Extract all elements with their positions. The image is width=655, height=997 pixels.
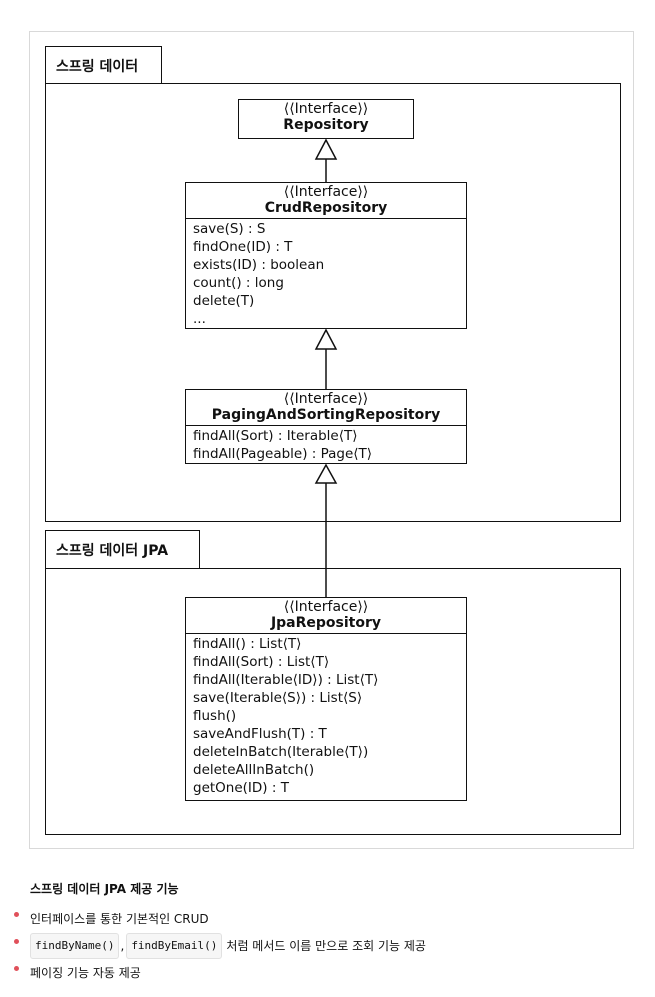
class-header: ⟨⟨Interface⟩⟩ JpaRepository — [186, 598, 466, 634]
operation: ... — [193, 311, 206, 327]
class-repository: ⟨⟨Interface⟩⟩ Repository — [238, 99, 414, 139]
operation: findAll(Iterable⟨ID⟩) : List⟨T⟩ — [193, 672, 379, 688]
list-item: findByName() , findByEmail() 처럼 메서드 이름 만… — [14, 932, 426, 959]
stereotype-label: ⟨⟨Interface⟩⟩ — [283, 101, 369, 117]
section-caption: 스프링 데이터 JPA 제공 기능 — [30, 882, 179, 896]
list-item-text: 인터페이스를 통한 기본적인 CRUD — [30, 911, 209, 926]
operation: count() : long — [193, 275, 284, 291]
package-title: 스프링 데이터 — [56, 59, 139, 75]
class-header: ⟨⟨Interface⟩⟩ PagingAndSortingRepository — [186, 390, 466, 426]
class-name: Repository — [283, 117, 369, 133]
operations-list: save(S) : S findOne(ID) : T exists(ID) :… — [186, 219, 466, 328]
operation: deleteInBatch(Iterable⟨T⟩) — [193, 744, 369, 760]
class-jpa-repository: ⟨⟨Interface⟩⟩ JpaRepository findAll() : … — [185, 597, 467, 801]
class-name: JpaRepository — [270, 615, 382, 631]
package-tab-spring-data: 스프링 데이터 — [45, 46, 162, 84]
operation: deleteAllInBatch() — [193, 762, 315, 778]
feature-list: 인터페이스를 통한 기본적인 CRUD findByName() , findB… — [14, 905, 426, 986]
list-item-text: 페이징 기능 자동 제공 — [30, 965, 141, 980]
operation: findOne(ID) : T — [193, 239, 293, 255]
inheritance-arrow — [314, 463, 338, 484]
list-item-text: 처럼 메서드 이름 만으로 조회 기능 제공 — [226, 938, 426, 953]
separator-text: , — [120, 938, 125, 953]
stereotype-label: ⟨⟨Interface⟩⟩ — [283, 184, 369, 200]
class-paging-and-sorting-repository: ⟨⟨Interface⟩⟩ PagingAndSortingRepository… — [185, 389, 467, 464]
operation: exists(ID) : boolean — [193, 257, 325, 273]
inheritance-arrow — [314, 138, 338, 160]
operation: flush() — [193, 708, 237, 724]
bullet-dot — [14, 912, 19, 917]
operation: saveAndFlush(T) : T — [193, 726, 327, 742]
operation: save(S) : S — [193, 221, 266, 237]
package-title: 스프링 데이터 JPA — [56, 543, 169, 559]
operations-list: findAll(Sort) : Iterable⟨T⟩ findAll(Page… — [186, 426, 466, 463]
inline-code: findByName() — [30, 932, 120, 959]
class-crud-repository: ⟨⟨Interface⟩⟩ CrudRepository save(S) : S… — [185, 182, 467, 329]
class-name: PagingAndSortingRepository — [211, 407, 441, 423]
bullet-dot — [14, 966, 19, 971]
inheritance-arrow — [314, 328, 338, 350]
class-header: ⟨⟨Interface⟩⟩ CrudRepository — [186, 183, 466, 219]
operation: save(Iterable⟨S⟩) : List⟨S⟩ — [193, 690, 363, 706]
operations-list: findAll() : List⟨T⟩ findAll(Sort) : List… — [186, 634, 466, 797]
operation: delete(T) — [193, 293, 255, 309]
package-tab-spring-data-jpa: 스프링 데이터 JPA — [45, 530, 200, 569]
inline-code: findByEmail() — [126, 932, 223, 959]
class-name: CrudRepository — [264, 200, 388, 216]
list-item: 페이징 기능 자동 제공 — [14, 959, 426, 986]
class-header: ⟨⟨Interface⟩⟩ Repository — [239, 100, 413, 135]
operation: findAll(Sort) : List⟨T⟩ — [193, 654, 330, 670]
operation: findAll() : List⟨T⟩ — [193, 636, 302, 652]
operation: getOne(ID) : T — [193, 780, 289, 796]
operation: findAll(Sort) : Iterable⟨T⟩ — [193, 428, 358, 444]
list-item: 인터페이스를 통한 기본적인 CRUD — [14, 905, 426, 932]
bullet-dot — [14, 939, 19, 944]
stereotype-label: ⟨⟨Interface⟩⟩ — [283, 599, 369, 615]
operation: findAll(Pageable) : Page⟨T⟩ — [193, 446, 373, 462]
stereotype-label: ⟨⟨Interface⟩⟩ — [283, 391, 369, 407]
